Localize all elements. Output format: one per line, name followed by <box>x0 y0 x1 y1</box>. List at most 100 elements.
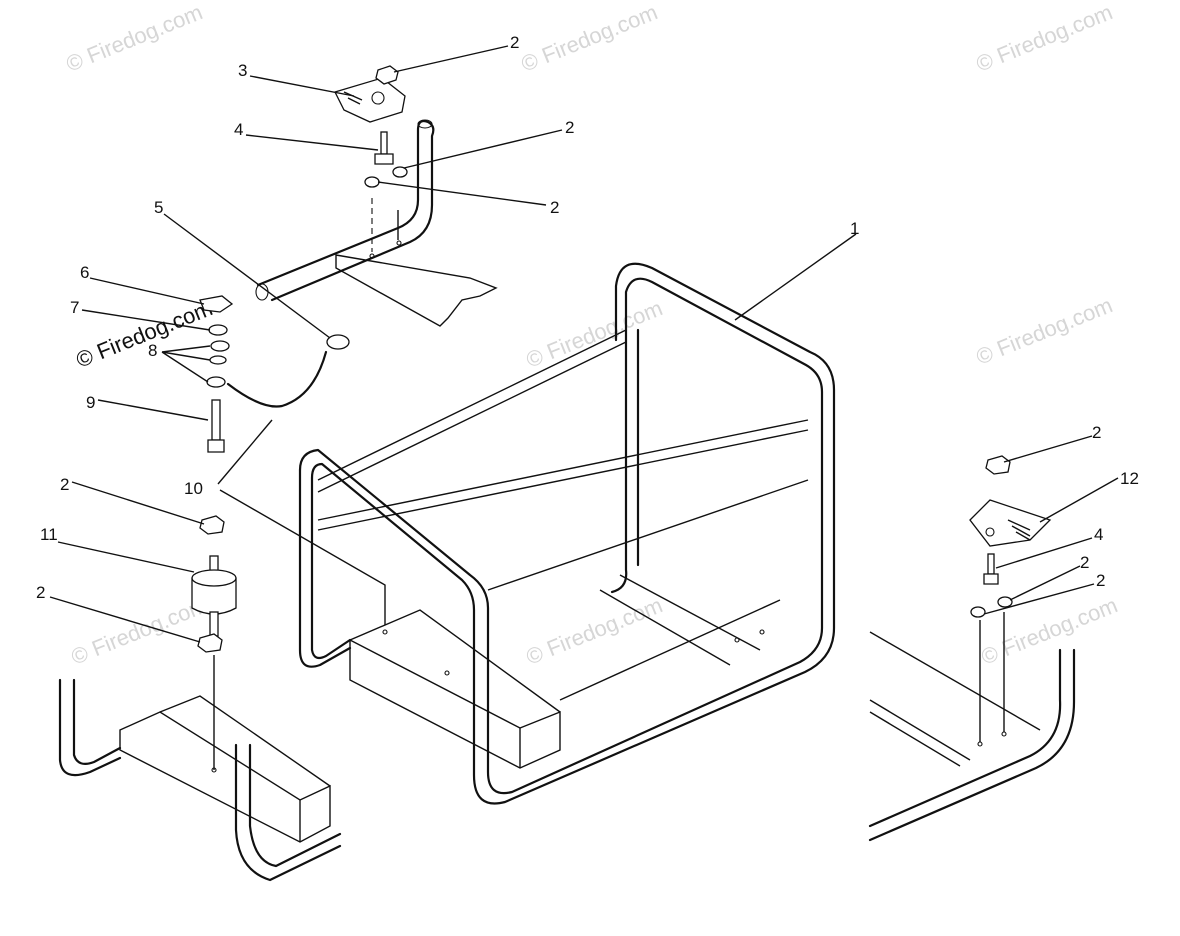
callout-2: 2 <box>36 583 45 602</box>
watermark: © Firedog.com <box>63 0 206 77</box>
frame-left-loop-outer <box>298 468 352 668</box>
leader-5 <box>163 213 331 339</box>
cable-ring-terminal <box>326 334 350 350</box>
nut <box>199 515 225 535</box>
right-frame-tube-outer <box>868 648 1062 828</box>
frame-tube-inner <box>310 262 836 805</box>
callout-5: 5 <box>154 198 163 217</box>
right-frame-rail <box>869 631 1041 731</box>
bolt-9-head <box>207 439 225 453</box>
leader-2b <box>403 129 563 169</box>
leader-3 <box>249 75 355 97</box>
bolt-head <box>374 153 394 165</box>
callout-2: 2 <box>550 198 559 217</box>
bolt-9 <box>211 399 221 441</box>
right-frame-cross <box>869 699 971 761</box>
washer <box>364 176 380 188</box>
wing-nut <box>199 295 234 313</box>
leader-2f <box>1003 435 1093 463</box>
nut <box>375 65 399 85</box>
lower-left-frame-detail <box>58 678 342 882</box>
bracket-hole <box>985 527 995 537</box>
washer <box>210 340 230 352</box>
leader-12 <box>1039 477 1119 523</box>
callout-2: 2 <box>510 33 519 52</box>
ground-cable-assembly <box>199 295 350 453</box>
cross-rail-top <box>317 419 809 521</box>
right-frame-cross-edge <box>869 711 961 767</box>
callout-2: 2 <box>1096 571 1105 590</box>
bracket-3 <box>334 77 406 123</box>
vibration-mount <box>191 515 237 773</box>
watermark: © Firedog.com <box>973 0 1116 77</box>
watermark: © Firedog.com <box>68 592 211 669</box>
callout-10: 10 <box>184 479 203 498</box>
leader-2h <box>983 583 1095 615</box>
bottom-channel-top <box>349 609 561 713</box>
callout-6: 6 <box>80 263 89 282</box>
watermark: © Firedog.com <box>523 295 666 372</box>
lower-channel <box>119 711 331 843</box>
mount-hole <box>396 240 402 246</box>
leader-10b <box>219 489 386 625</box>
mount-hole <box>977 741 983 747</box>
washer <box>997 596 1013 608</box>
frame-leg-inner <box>72 678 122 765</box>
washer <box>970 606 986 618</box>
rear-cross-member <box>599 589 731 666</box>
leader-2d <box>71 481 205 525</box>
right-frame-tube-inner <box>868 648 1076 842</box>
bracket-12 <box>969 499 1052 547</box>
leader-2g <box>1009 565 1081 601</box>
mount-stud-bottom <box>209 611 219 637</box>
leader-8 <box>161 345 211 383</box>
leader-9 <box>97 399 209 421</box>
callout-2: 2 <box>565 118 574 137</box>
frame-top-rail-edge <box>317 341 627 493</box>
bolt-head <box>983 573 999 585</box>
rear-bottom-rail <box>559 599 781 701</box>
leader-4a <box>245 134 379 151</box>
washer <box>208 324 228 336</box>
leader-10 <box>217 419 273 485</box>
callout-9: 9 <box>86 393 95 412</box>
callout-3: 3 <box>238 61 247 80</box>
frame-leg-outer <box>58 678 122 777</box>
leader-2a <box>393 45 509 73</box>
washer <box>392 166 408 178</box>
bolt <box>987 553 995 575</box>
handle-tube <box>256 119 435 302</box>
leader-4b <box>995 537 1093 569</box>
frame-left-loop-inner <box>310 476 352 660</box>
watermark: © Firedog.com <box>973 292 1116 369</box>
nut <box>985 455 1011 475</box>
mount-hole <box>1001 731 1007 737</box>
callout-2: 2 <box>60 475 69 494</box>
callout-2: 2 <box>1080 553 1089 572</box>
callout-1: 1 <box>850 219 859 238</box>
leader-lines <box>49 45 1119 643</box>
leader-7 <box>81 309 211 331</box>
washer <box>209 355 227 365</box>
leader-2e <box>49 596 201 643</box>
leader-11 <box>57 541 195 573</box>
mount-hole <box>759 629 765 635</box>
bolt <box>380 131 388 155</box>
nut <box>197 633 223 653</box>
upper-handle-detail <box>255 65 498 327</box>
bracket-hole <box>371 91 385 105</box>
cross-rail-lower <box>487 479 809 591</box>
main-frame <box>298 262 836 805</box>
mount-hole <box>734 637 740 643</box>
panel-plate <box>335 254 498 327</box>
frame-leg-front-inner <box>248 743 342 868</box>
callout-11: 11 <box>40 525 58 544</box>
callout-12: 12 <box>1120 469 1139 488</box>
mount-hole <box>211 767 217 773</box>
cross-rail-mid <box>317 429 809 531</box>
frame-tube-outer <box>298 277 824 795</box>
watermark-dark: © Firedog.com <box>73 295 216 372</box>
callout-8: 8 <box>148 341 157 360</box>
